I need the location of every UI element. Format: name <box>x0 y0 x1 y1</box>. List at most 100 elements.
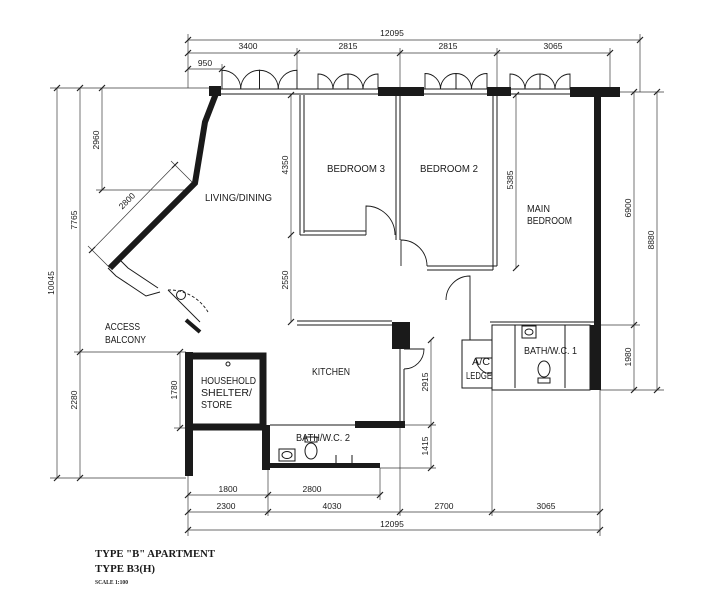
label-bedroom-2: BEDROOM 2 <box>420 164 478 175</box>
dimension-tick <box>176 348 184 356</box>
main-bedroom-outer-wall <box>594 97 601 325</box>
dimension-tick <box>176 424 184 432</box>
window-leaf <box>524 73 541 90</box>
window-leaf <box>259 69 279 90</box>
bath-2-left-wall <box>262 425 270 470</box>
dimension-tick <box>636 36 644 44</box>
window-leaf <box>509 73 526 90</box>
dim-bottom-3: 2700 <box>435 501 454 511</box>
label-ac-ledge-line-1: A/C <box>472 357 490 368</box>
dimension-tick <box>218 65 226 73</box>
title-block: TYPE "B" APARTMENT TYPE B3(H) SCALE 1:10… <box>95 548 216 586</box>
label-kitchen: KITCHEN <box>312 367 350 378</box>
extension-line <box>170 160 194 184</box>
dimension-tick <box>396 49 404 57</box>
basin-icon <box>521 325 537 339</box>
label-main-bedroom-line-2: BEDROOM <box>527 216 572 227</box>
toilet-icon <box>537 360 551 378</box>
dim-top-overall: 12095 <box>380 28 404 38</box>
window-leaf <box>440 73 457 90</box>
dimension-tick <box>596 508 604 516</box>
dimension-tick <box>293 49 301 57</box>
window-leaf <box>317 73 334 90</box>
dimension-tick <box>630 386 638 394</box>
dim-top-offset: 950 <box>198 58 212 68</box>
dimension-tick <box>98 84 106 92</box>
label-bath-wc-2: BATH/W.C. 2 <box>296 433 350 444</box>
dimension-tick <box>53 474 61 482</box>
dimension-tick <box>184 65 192 73</box>
dimension-tick <box>512 264 520 272</box>
dim-top-main-bedroom: 3065 <box>544 41 563 51</box>
main-entrance-door <box>167 289 201 323</box>
window-leaf <box>332 73 349 90</box>
window-leaf <box>221 69 242 90</box>
dimension-tick <box>184 36 192 44</box>
dimension-tick <box>287 318 295 326</box>
dimension-tick <box>630 88 638 96</box>
distribution-board-icon <box>176 290 186 300</box>
window-leaf <box>347 73 364 90</box>
label-household-shelter-line-3: STORE <box>201 400 232 411</box>
label-bath-wc-1: BATH/W.C. 1 <box>524 346 577 357</box>
dimension-tick <box>427 464 435 472</box>
plan-title: TYPE "B" APARTMENT <box>95 548 216 560</box>
dimension-tick <box>512 91 520 99</box>
dimension-tick <box>264 508 272 516</box>
dimension-tick <box>287 91 295 99</box>
dimension-tick <box>184 49 192 57</box>
living-slanted-wall <box>107 89 220 271</box>
dimension-lines <box>50 34 664 536</box>
window-leaf <box>240 69 260 90</box>
window-leaf <box>539 73 556 90</box>
kitchen-column <box>392 322 410 349</box>
dim-shelter: 1780 <box>169 380 179 399</box>
label-access-balcony-line-1: ACCESS <box>105 322 140 333</box>
dimension-ticks <box>53 36 661 534</box>
dim-right-overall: 8880 <box>646 230 656 249</box>
dimension-tick <box>76 474 84 482</box>
wall-pier <box>378 87 424 96</box>
shelter-vent-icon <box>225 361 231 367</box>
dimension-tick <box>76 84 84 92</box>
bath-1-walls <box>491 324 591 391</box>
dim-left-overall: 10045 <box>46 271 56 295</box>
bedroom-2-door <box>400 239 428 267</box>
bath-1-door <box>475 357 493 375</box>
entrance-wall <box>184 318 202 334</box>
access-balcony-railing <box>117 257 159 289</box>
dimension-tick <box>53 84 61 92</box>
window-leaf <box>471 73 488 90</box>
window-leaves <box>221 69 571 90</box>
dim-left-lower: 2280 <box>69 390 79 409</box>
dim-diagonal: 2800 <box>117 190 138 211</box>
dim-top-bedroom-2: 2815 <box>439 41 458 51</box>
toilet-icon <box>304 442 318 460</box>
dim-living-lower: 2550 <box>280 270 290 289</box>
walls <box>107 86 620 476</box>
dimension-tick <box>184 508 192 516</box>
dimension-tick <box>376 491 384 499</box>
basin-icon <box>278 448 296 462</box>
extension-line <box>87 245 111 269</box>
access-balcony-railing <box>107 267 161 297</box>
dimension-tick <box>427 421 435 429</box>
dim-right-bath-1: 1980 <box>623 347 633 366</box>
dimension-tick <box>98 186 106 194</box>
dim-left-upper: 7765 <box>69 210 79 229</box>
kitchen-door <box>403 348 425 370</box>
window-leaf <box>455 73 472 90</box>
label-living-dining: LIVING/DINING <box>205 193 272 204</box>
kitchen-bottom-wall <box>355 421 405 428</box>
dimension-tick <box>653 386 661 394</box>
dimension-tick <box>493 49 501 57</box>
dimension-tick <box>653 88 661 96</box>
label-main-bedroom-line-1: MAIN <box>527 204 550 215</box>
basin-bowl-icon <box>524 328 534 336</box>
dimension-tick <box>184 491 192 499</box>
dim-main-bedroom-depth: 5385 <box>505 170 515 189</box>
dim-line-diagonal <box>91 164 176 251</box>
dimension-tick <box>488 508 496 516</box>
dimension-tick <box>76 348 84 356</box>
dimension-tick <box>88 246 96 254</box>
